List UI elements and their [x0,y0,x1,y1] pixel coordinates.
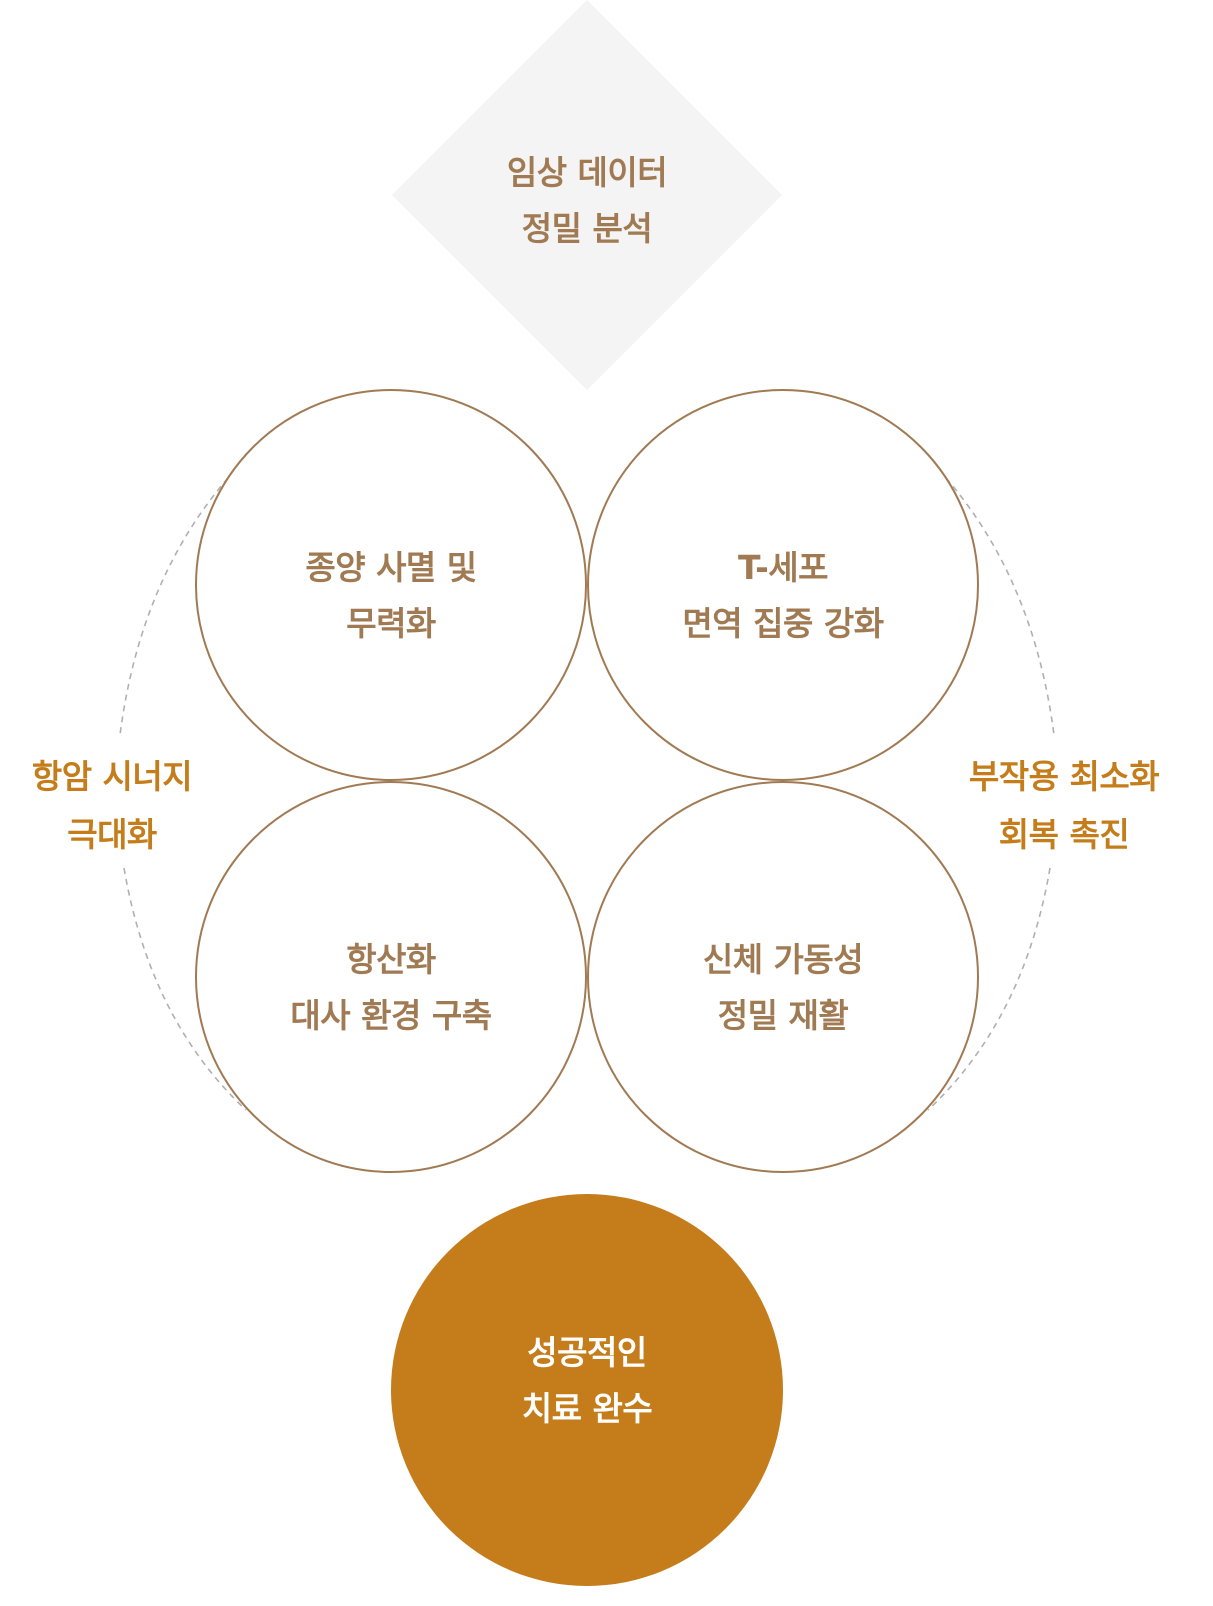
circle-bottom-right [587,781,979,1173]
left-label-line2: 극대화 [67,815,157,854]
circle-top-right [587,389,979,781]
circle-top-right-label: T-세포 면역 집중 강화 [588,540,978,652]
tcell-line1: T-세포 [737,548,829,587]
result-line1: 성공적인 [527,1333,647,1372]
circle-bottom-right-label: 신체 가동성 정밀 재활 [588,932,978,1044]
right-label-line2: 회복 촉진 [998,815,1130,854]
circle-top-left-label: 종양 사멸 및 무력화 [196,540,586,652]
left-side-label: 항암 시너지 극대화 [0,748,224,864]
result-line2: 치료 완수 [521,1389,653,1428]
result-circle [391,1194,783,1586]
left-dashed-arc [119,477,229,736]
mobility-line1: 신체 가동성 [702,940,864,979]
analysis-line1: 임상 데이터 [506,153,668,192]
tcell-line2: 면역 집중 강화 [682,604,884,643]
antioxidant-line2: 대사 환경 구축 [290,996,492,1035]
circle-bottom-left [195,781,587,1173]
right-dashed-arc-lower [927,867,1051,1111]
right-dashed-arc [945,477,1055,736]
analysis-line2: 정밀 분석 [521,209,653,248]
tumor-line2: 무력화 [346,604,436,643]
left-dashed-arc-lower [123,867,247,1111]
analysis-label: 임상 데이터 정밀 분석 [392,145,782,257]
right-side-label: 부작용 최소화 회복 촉진 [942,748,1186,864]
result-label: 성공적인 치료 완수 [392,1325,782,1437]
right-label-line1: 부작용 최소화 [968,757,1160,796]
circle-bottom-left-label: 항산화 대사 환경 구축 [196,932,586,1044]
circle-top-left [195,389,587,781]
analysis-diamond [392,0,782,390]
tumor-line1: 종양 사멸 및 [305,548,477,587]
antioxidant-line1: 항산화 [346,940,436,979]
mobility-line2: 정밀 재활 [717,996,849,1035]
left-label-line1: 항암 시너지 [31,757,193,796]
